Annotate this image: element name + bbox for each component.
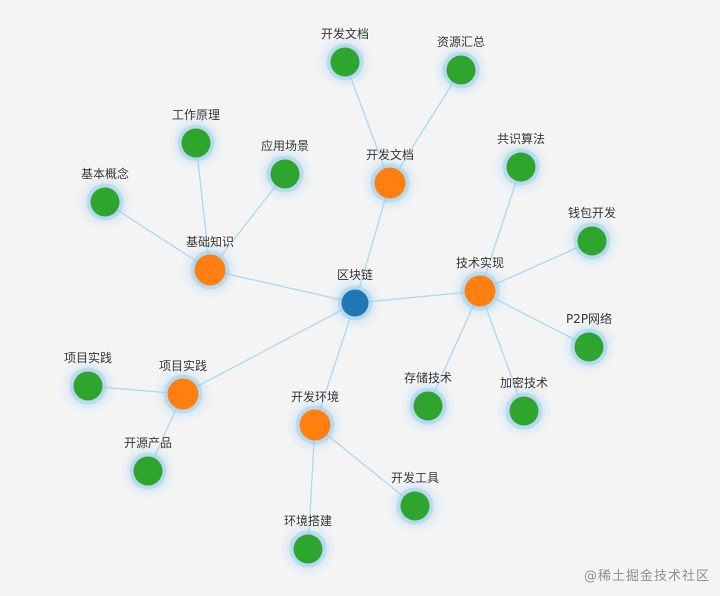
node-open-source-products[interactable] [133,456,163,486]
node-project-practice[interactable] [167,378,199,410]
node-consensus-algorithm[interactable] [506,152,536,182]
edge-blockchain-basics [209,269,356,304]
edge-blockchain-tech-impl [354,290,481,304]
node-app-scenarios[interactable] [270,159,300,189]
edge-tech-impl-encryption-tech [479,290,525,412]
watermark: @稀土掘金技术社区 [583,569,710,584]
edge-basics-working-principle [195,142,211,271]
edge-dev-env-env-setup [307,424,316,550]
node-blockchain[interactable] [341,289,369,317]
edge-project-practice-project-practice-leaf [87,385,184,395]
node-dev-docs-leaf[interactable] [330,47,360,77]
edge-blockchain-project-practice [182,302,356,395]
node-env-setup[interactable] [293,534,323,564]
node-dev-docs[interactable] [374,167,406,199]
edge-dev-docs-resource-summary [389,69,462,184]
edge-blockchain-dev-env [314,302,356,426]
node-p2p-network[interactable] [574,332,604,362]
edge-tech-impl-wallet-dev [479,240,593,292]
edge-blockchain-dev-docs [354,182,391,304]
edge-tech-impl-consensus-algorithm [479,166,522,292]
node-storage-tech[interactable] [413,391,443,421]
node-basics[interactable] [194,254,226,286]
node-working-principle[interactable] [181,128,211,158]
node-encryption-tech[interactable] [509,396,539,426]
edge-dev-docs-dev-docs-leaf [344,61,391,184]
edge-basics-app-scenarios [209,173,286,271]
node-basic-concepts[interactable] [90,187,120,217]
node-wallet-dev[interactable] [577,226,607,256]
edge-tech-impl-p2p-network [479,290,590,348]
node-dev-env[interactable] [299,409,331,441]
edge-tech-impl-storage-tech [427,290,481,407]
node-dev-tools[interactable] [400,491,430,521]
edge-dev-env-dev-tools [314,424,416,507]
node-tech-impl[interactable] [464,275,496,307]
node-project-practice-leaf[interactable] [73,371,103,401]
edge-basics-basic-concepts [104,201,211,271]
node-resource-summary[interactable] [446,55,476,85]
